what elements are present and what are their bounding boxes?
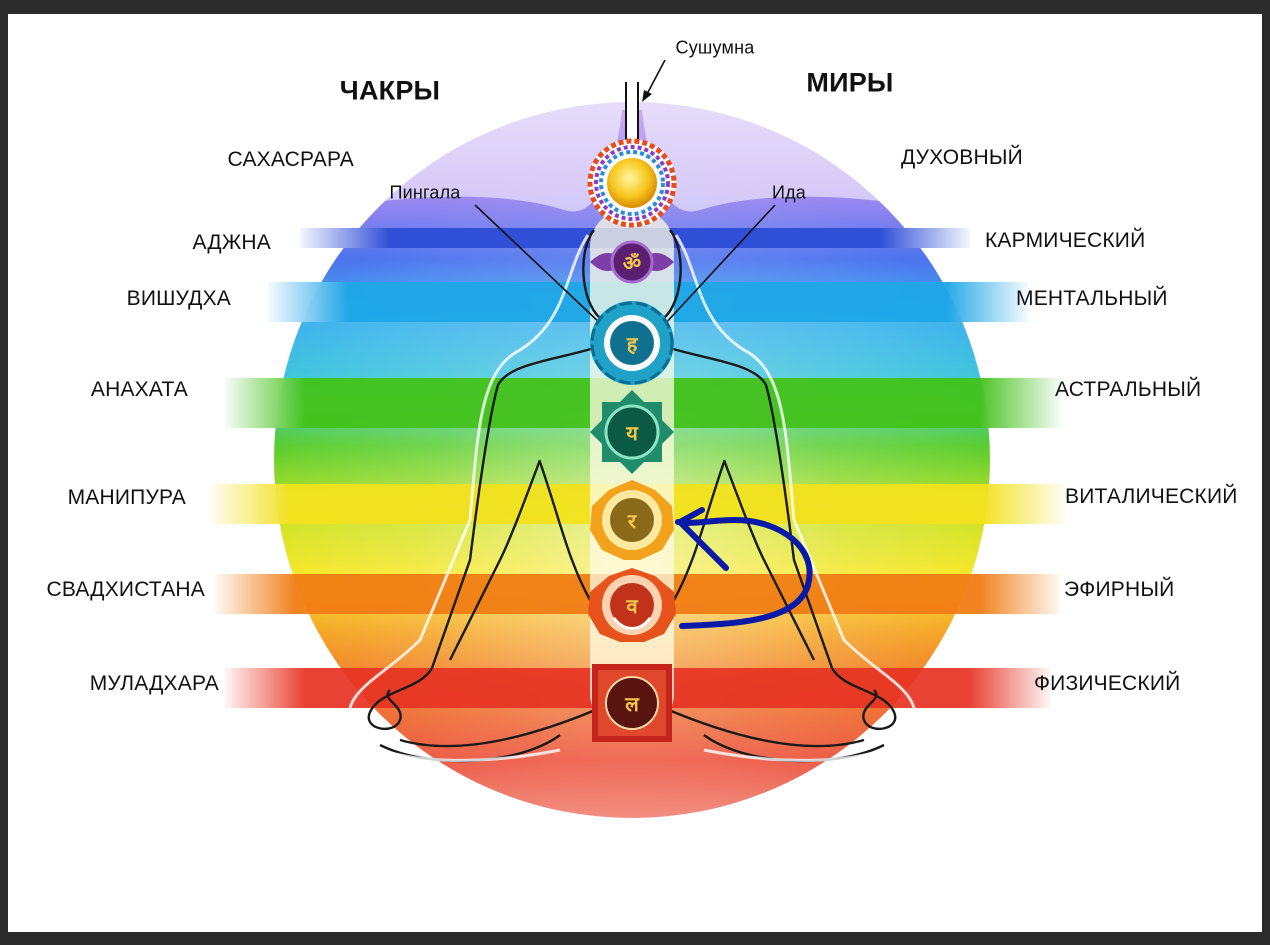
chakra-symbol-vishuddha: ह	[626, 332, 639, 356]
chakra-label-sahasrara: САХАСРАРА	[227, 148, 354, 171]
chakra-symbol-muladhara: ल	[624, 692, 640, 716]
frame-top-border	[0, 0, 1270, 14]
hand-drawn-arrow	[675, 507, 813, 629]
world-label-etheric: ЭФИРНЫЙ	[1064, 578, 1175, 601]
chakra-symbol-ajna: ॐ	[623, 251, 641, 275]
sushumna-label: Сушумна	[675, 37, 755, 58]
chakra-label-svadhisthana: СВАДХИСТАНА	[46, 578, 205, 601]
chakra-symbol-svadhisthana: व	[625, 594, 638, 618]
world-label-spiritual: ДУХОВНЫЙ	[901, 146, 1023, 169]
chakras-header: ЧАКРЫ	[339, 75, 441, 106]
chakra-label-muladhara: МУЛАДХАРА	[89, 672, 219, 695]
chakra-symbol-anahata: य	[625, 421, 639, 445]
frame-bottom-border	[0, 932, 1270, 945]
worlds-header: МИРЫ	[806, 67, 894, 98]
frame-left-border	[0, 0, 8, 945]
chakra-label-vishuddha: ВИШУДХА	[126, 287, 231, 310]
frame-right-border	[1262, 0, 1270, 945]
chakra-symbol-manipura: र	[627, 509, 637, 533]
world-label-vital: ВИТАЛИЧЕСКИЙ	[1065, 485, 1238, 508]
pingala-label: Пингала	[389, 182, 461, 203]
chakra-label-ajna: АДЖНА	[192, 231, 271, 254]
world-label-physical: ФИЗИЧЕСКИЙ	[1034, 672, 1181, 695]
ida-label: Ида	[771, 182, 807, 203]
world-label-mental: МЕНТАЛЬНЫЙ	[1016, 287, 1168, 310]
chakra-label-anahata: АНАХАТА	[90, 378, 188, 401]
chakra-label-manipura: МАНИПУРА	[67, 486, 186, 509]
world-label-astral: АСТРАЛЬНЫЙ	[1055, 378, 1202, 401]
world-label-karmic: КАРМИЧЕСКИЙ	[985, 229, 1146, 252]
